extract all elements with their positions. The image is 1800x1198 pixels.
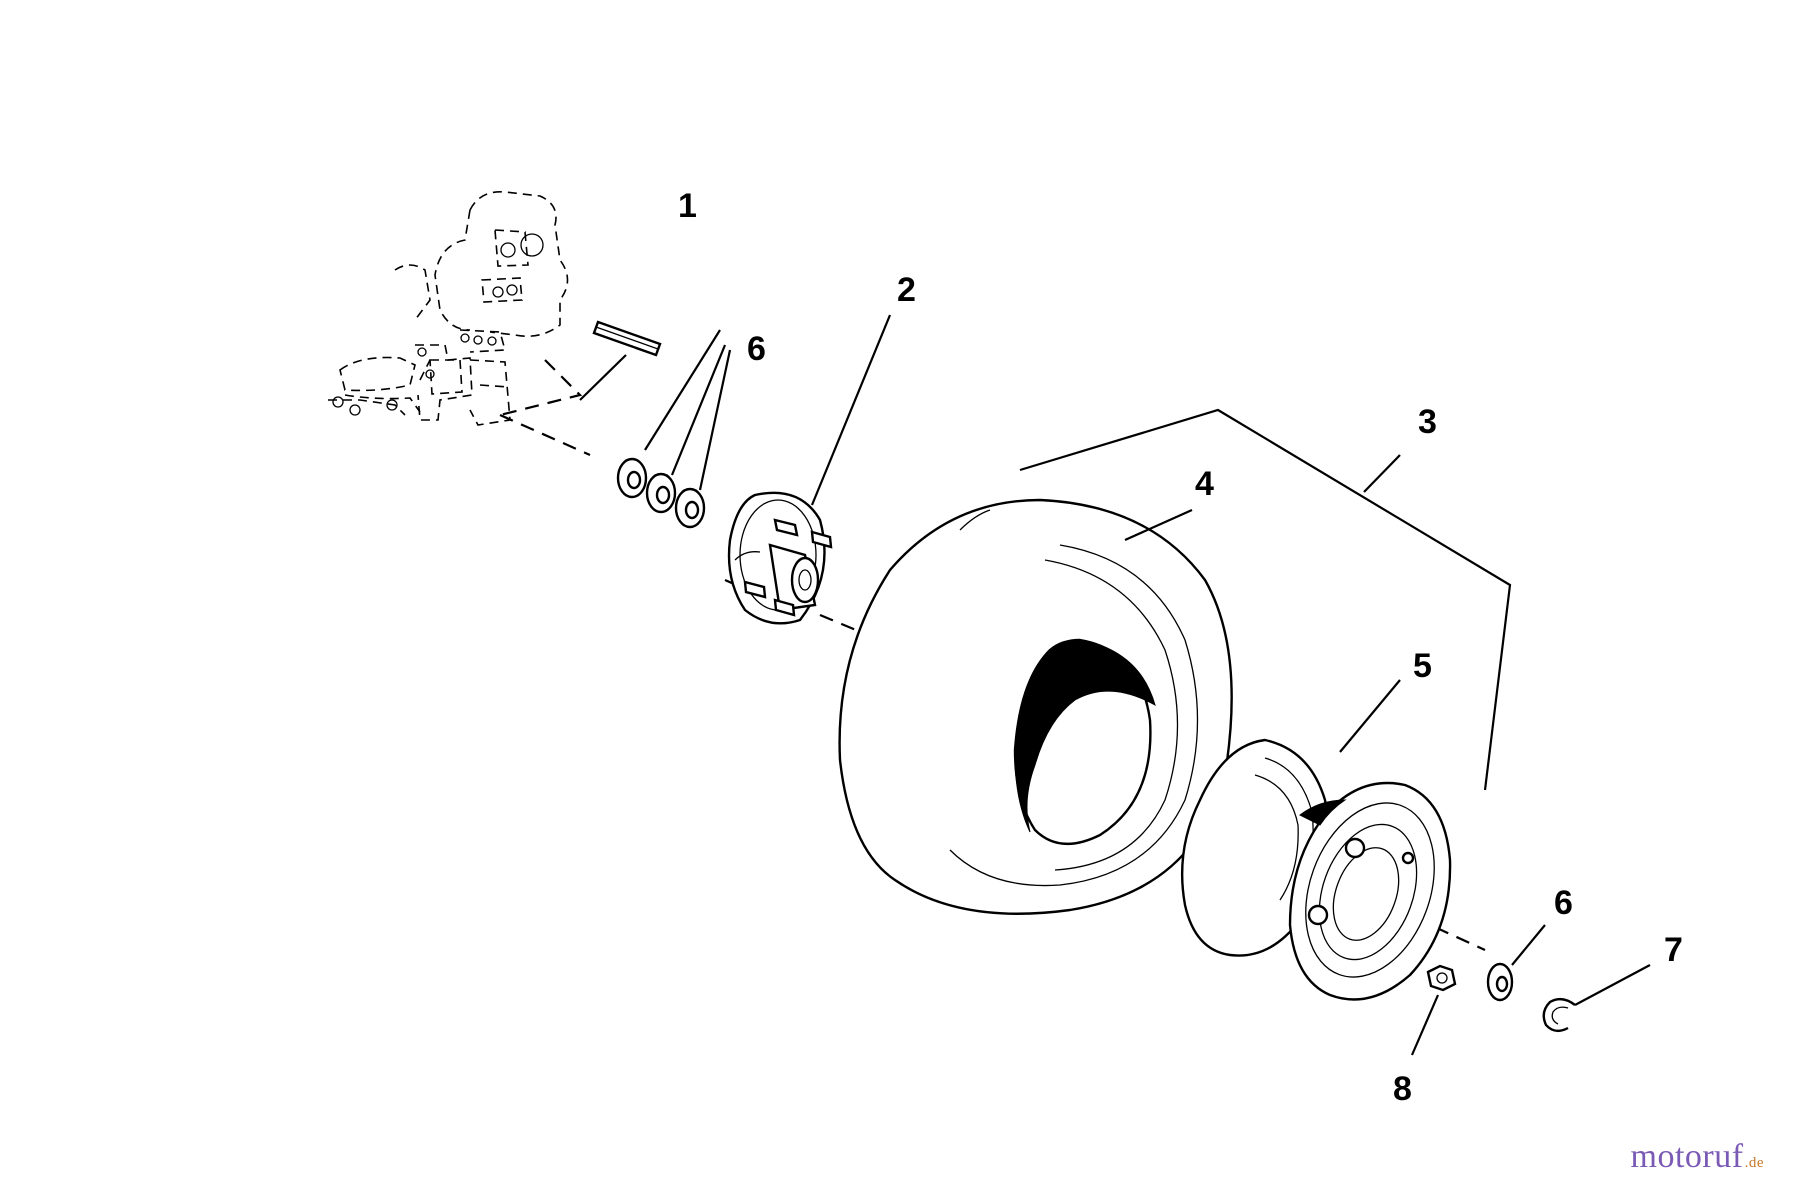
watermark-logo: motoruf.de — [1631, 1138, 1764, 1176]
part-5-rim — [1180, 738, 1452, 1001]
callout-6-left: 6 — [747, 330, 766, 368]
callout-4: 4 — [1195, 465, 1214, 503]
part-7-e-ring — [1542, 997, 1576, 1033]
assembly-bracket-3 — [1019, 408, 1512, 791]
part-4-tire — [838, 498, 1233, 915]
callout-1: 1 — [678, 187, 697, 225]
callout-6-right: 6 — [1554, 884, 1573, 922]
callout-3: 3 — [1418, 403, 1437, 441]
part-1-key — [579, 320, 662, 401]
part-6-washers-left — [616, 457, 706, 529]
callout-5: 5 — [1413, 647, 1432, 685]
callout-2: 2 — [897, 271, 916, 309]
leader-lines — [644, 314, 1651, 1056]
part-2-hub — [727, 491, 833, 625]
callout-8: 8 — [1393, 1070, 1412, 1108]
watermark-main-text: motoruf — [1630, 1138, 1744, 1175]
part-6-washer-right — [1486, 962, 1514, 1002]
watermark-domain-suffix: .de — [1744, 1155, 1764, 1171]
part-8-lug-nut — [1426, 964, 1457, 992]
callout-7: 7 — [1664, 931, 1683, 969]
transaxle-housing-phantom — [328, 191, 569, 426]
